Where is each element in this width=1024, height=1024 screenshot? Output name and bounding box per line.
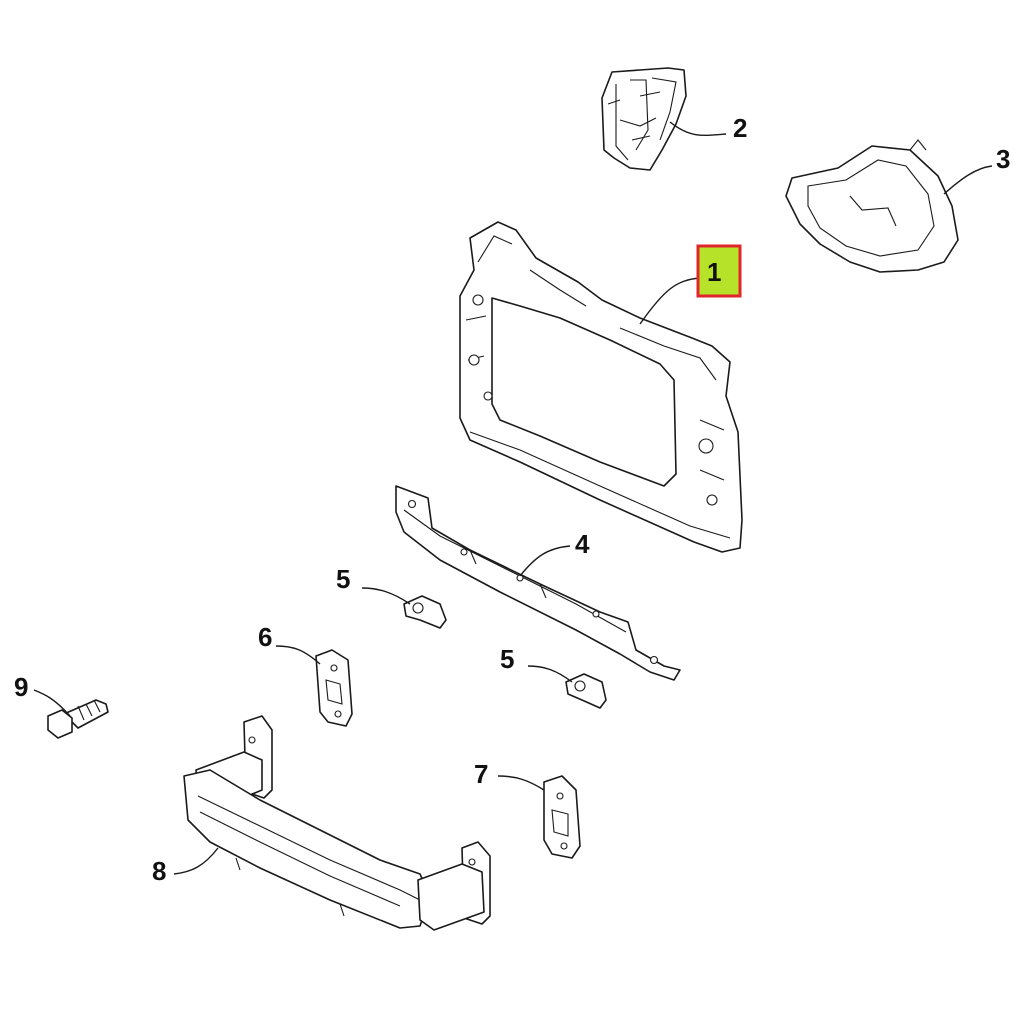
- svg-text:9: 9: [14, 672, 28, 702]
- part-4-lower-crossmember[interactable]: [395, 485, 681, 681]
- part-7-plate[interactable]: [543, 775, 581, 859]
- svg-text:3: 3: [996, 144, 1010, 174]
- svg-text:7: 7: [474, 759, 488, 789]
- part-5-clip-lower[interactable]: [565, 673, 607, 709]
- svg-text:4: 4: [575, 529, 590, 559]
- callout-5-lower: 5: [500, 644, 573, 683]
- part-1-front-end-carrier[interactable]: [459, 221, 743, 553]
- part-5-clip-upper[interactable]: [403, 595, 447, 629]
- part-3-bracket[interactable]: [785, 139, 959, 273]
- part-8-bumper-beam[interactable]: [183, 715, 491, 931]
- part-9-bolt[interactable]: [47, 699, 109, 739]
- callout-8: 8: [152, 847, 219, 886]
- callout-2: 2: [669, 113, 747, 143]
- svg-text:6: 6: [258, 622, 272, 652]
- svg-text:8: 8: [152, 856, 166, 886]
- callout-5-upper: 5: [336, 564, 411, 605]
- callout-4: 4: [519, 529, 590, 577]
- part-2-bracket[interactable]: [601, 67, 687, 171]
- callout-1: 1: [639, 244, 742, 325]
- svg-text:1: 1: [707, 257, 721, 287]
- svg-text:5: 5: [500, 644, 514, 674]
- callout-6: 6: [258, 622, 321, 665]
- callout-7: 7: [474, 759, 545, 791]
- highlight-box: [696, 244, 742, 298]
- part-6-plate[interactable]: [315, 649, 353, 727]
- callout-3: 3: [943, 144, 1010, 195]
- svg-text:2: 2: [733, 113, 747, 143]
- svg-text:5: 5: [336, 564, 350, 594]
- callout-9: 9: [14, 672, 71, 717]
